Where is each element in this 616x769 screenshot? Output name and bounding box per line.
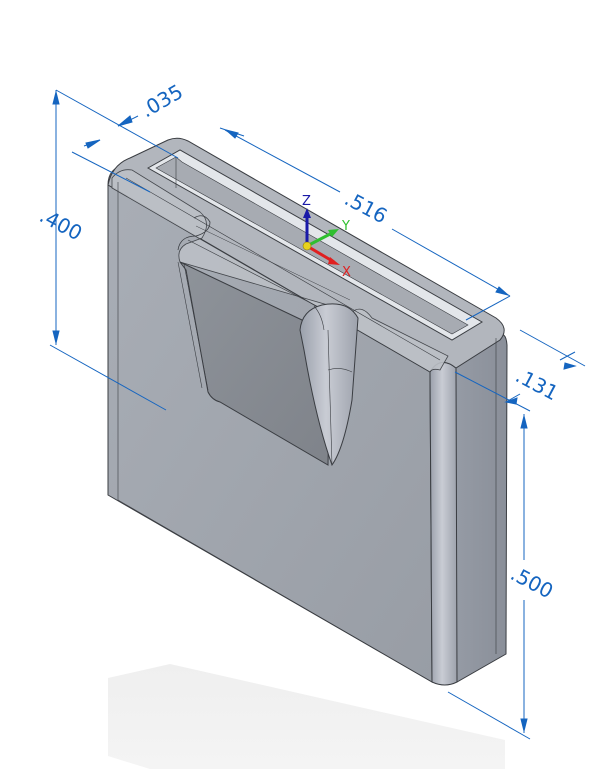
floor-shadow [108,664,505,769]
x-axis-label: X [342,265,351,280]
dimension-annotations [49,89,586,740]
y-axis-arrow-icon [328,229,339,237]
origin-point-icon [302,241,312,251]
finger-groove [299,303,359,467]
dim-label-height-left: .400 [36,203,87,245]
x-axis-arrow-icon [328,257,340,265]
dimension-depth[interactable] [454,329,586,412]
dim-label-wall-thickness: .035 [137,79,188,122]
dimension-height-right[interactable] [447,414,531,740]
z-axis-arrow-icon [303,208,311,218]
dimension-wall-thickness[interactable] [55,89,179,193]
front-lip [111,169,449,373]
dimension-length[interactable] [219,127,511,321]
slot-floor [155,156,469,335]
left-notch [177,215,211,251]
dim-label-depth: .131 [512,363,563,405]
y-axis-label: Y [341,219,350,234]
part-body[interactable] [107,137,508,686]
coordinate-triad[interactable]: Z Y X [302,194,351,280]
rounded-corner-edge [429,361,458,686]
z-axis-label: Z [302,194,311,209]
dimension-height-left[interactable] [49,90,167,411]
dim-label-height-right: .500 [507,561,558,603]
